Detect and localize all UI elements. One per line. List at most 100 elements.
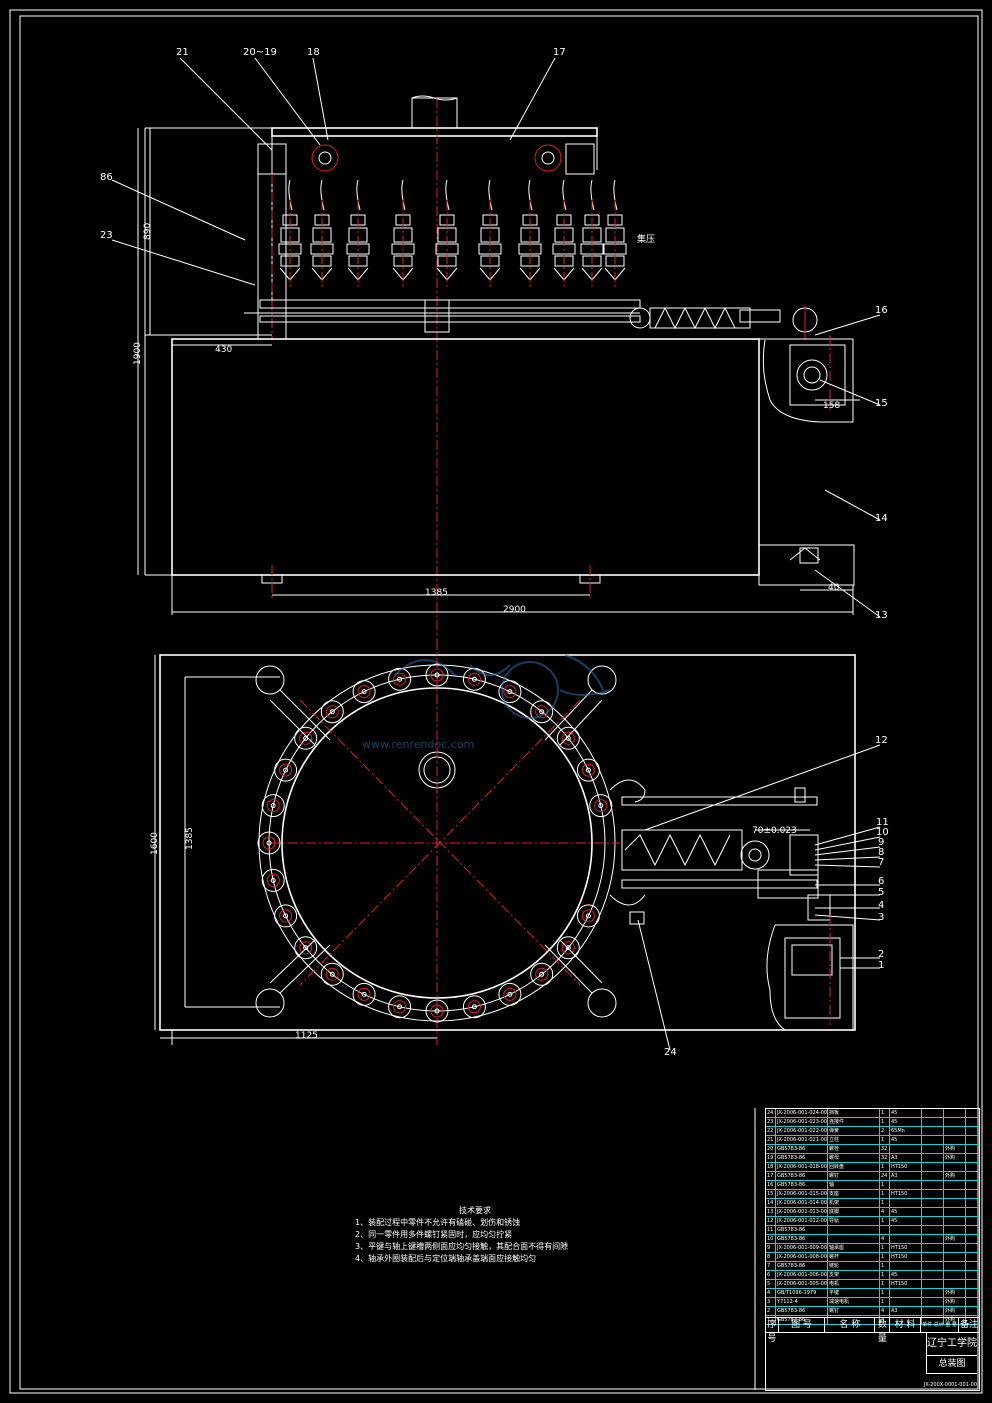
bom-cell: [944, 1208, 966, 1216]
bom-cell: 外购: [944, 1172, 966, 1180]
bom-cell: 1: [880, 1217, 890, 1225]
bottle-holder: [257, 831, 281, 855]
bottle-holder: [576, 904, 600, 928]
label-24: 24: [664, 1047, 677, 1058]
bom-cell: JX-2006-001-006-00-00: [777, 1271, 828, 1279]
filling-head: [310, 179, 334, 290]
tech-item: 3、平键与轴上键槽两侧面应均匀接触，其配合面不得有间隙: [355, 1242, 569, 1251]
bom-cell: [890, 1262, 922, 1270]
bom-cell: JX-2006-001-012-00-00: [777, 1217, 828, 1225]
bom-cell: [944, 1253, 966, 1261]
dim-70: 70±0.023: [752, 826, 797, 836]
bom-cell: 1: [880, 1199, 890, 1207]
bom-cell: 1: [880, 1163, 890, 1171]
bom-cell: [922, 1226, 944, 1234]
bom-cell: JX-2006-001-018-00-00: [777, 1163, 828, 1171]
bottle-holder: [498, 982, 522, 1006]
bom-cell: [944, 1217, 966, 1225]
bom-cell: 支架: [828, 1271, 880, 1279]
bom-cell: 机架: [828, 1199, 880, 1207]
bom-cell: [944, 1244, 966, 1252]
hdr-remark: 备注: [960, 1320, 979, 1330]
title-block: 24JX-2006-001-024-00-00挡板14523JX-2006-00…: [765, 1108, 980, 1391]
bottle-holder: [294, 936, 318, 960]
bom-cell: 45: [890, 1118, 922, 1126]
bom-cell: 6: [766, 1271, 776, 1279]
filling-head: [278, 179, 302, 290]
bottle-holder: [589, 794, 613, 818]
bottle-holder: [462, 995, 486, 1019]
dim-1385-left: 1385: [185, 827, 195, 850]
bom-cell: [944, 1109, 966, 1117]
label-3: 3: [878, 912, 884, 923]
bom-cell: 10: [766, 1235, 776, 1243]
bom-cell: 1: [880, 1244, 890, 1252]
bom-cell: 16: [766, 1181, 776, 1189]
bom-cell: 1: [766, 1316, 776, 1324]
bom-cell: 4: [766, 1289, 776, 1297]
label-2: 2: [878, 949, 884, 960]
bom-cell: GB5783-86: [776, 1262, 828, 1270]
bom-cell: 导轨: [828, 1217, 880, 1225]
bom-cell: 45: [890, 1217, 922, 1225]
bom-cell: GB/T1096-1979: [776, 1289, 828, 1297]
bom-cell: GB5783-86: [776, 1307, 828, 1315]
bom-cell: [922, 1298, 944, 1306]
bom-cell: [922, 1136, 944, 1144]
bom-cell: [828, 1226, 880, 1234]
bom-cell: [890, 1226, 922, 1234]
bom-cell: 65Mn: [890, 1127, 922, 1135]
hdr-drawing-no: 图 号: [779, 1318, 826, 1332]
bom-cell: 螺钉: [828, 1307, 880, 1315]
bom-cell: JX-2006-001-009-00-00: [777, 1244, 828, 1252]
watermark: www.renrendoc.com: [362, 654, 611, 751]
bom-cell: [922, 1118, 944, 1126]
bom-cell: GB5783-86: [776, 1172, 828, 1180]
hdr-weight: 单件 总计 重 量: [921, 1318, 960, 1332]
bottle-holder: [388, 995, 412, 1019]
bom-cell: 7: [766, 1262, 776, 1270]
motor-housing: [766, 924, 854, 1031]
bom-cell: [922, 1217, 944, 1225]
bom-cell: [922, 1262, 944, 1270]
bom-cell: 链轮: [828, 1262, 880, 1270]
tech-item: 1、装配过程中零件不允许有磕碰、划伤和锈蚀: [355, 1218, 521, 1227]
bill-of-materials: 24JX-2006-001-024-00-00挡板14523JX-2006-00…: [766, 1109, 979, 1325]
bom-cell: 4: [880, 1235, 890, 1243]
label-20-19: 20~19: [243, 47, 277, 58]
bom-cell: [944, 1190, 966, 1198]
label-11: 11: [876, 817, 889, 828]
filling-head: [603, 179, 627, 290]
bom-cell: 18: [766, 1163, 776, 1171]
bom-cell: [890, 1145, 922, 1153]
hdr-material: 材 料: [890, 1318, 921, 1332]
bom-cell: [944, 1280, 966, 1288]
bom-cell: [944, 1262, 966, 1270]
bom-cell: GB5783-86: [776, 1145, 828, 1153]
bom-cell: A3: [890, 1154, 922, 1162]
bom-cell: JX-2006-001-024-00-00: [777, 1109, 828, 1117]
bom-cell: 外购: [944, 1307, 966, 1315]
bom-cell: [922, 1127, 944, 1135]
bottle-holder: [352, 982, 376, 1006]
bom-cell: 45: [890, 1208, 922, 1216]
filling-head: [346, 179, 370, 290]
hdr-name: 名 称: [825, 1318, 876, 1332]
bom-cell: [922, 1280, 944, 1288]
bottle-holder: [320, 962, 344, 986]
label-10: 10: [876, 827, 889, 838]
label-5: 5: [878, 887, 884, 898]
tech-item: 4、轴承外圈装配后与定位端轴承盖端面应接触均匀: [355, 1254, 537, 1263]
bom-cell: HT150: [890, 1253, 922, 1261]
bom-cell: 13: [766, 1208, 776, 1216]
label-14: 14: [875, 513, 888, 524]
